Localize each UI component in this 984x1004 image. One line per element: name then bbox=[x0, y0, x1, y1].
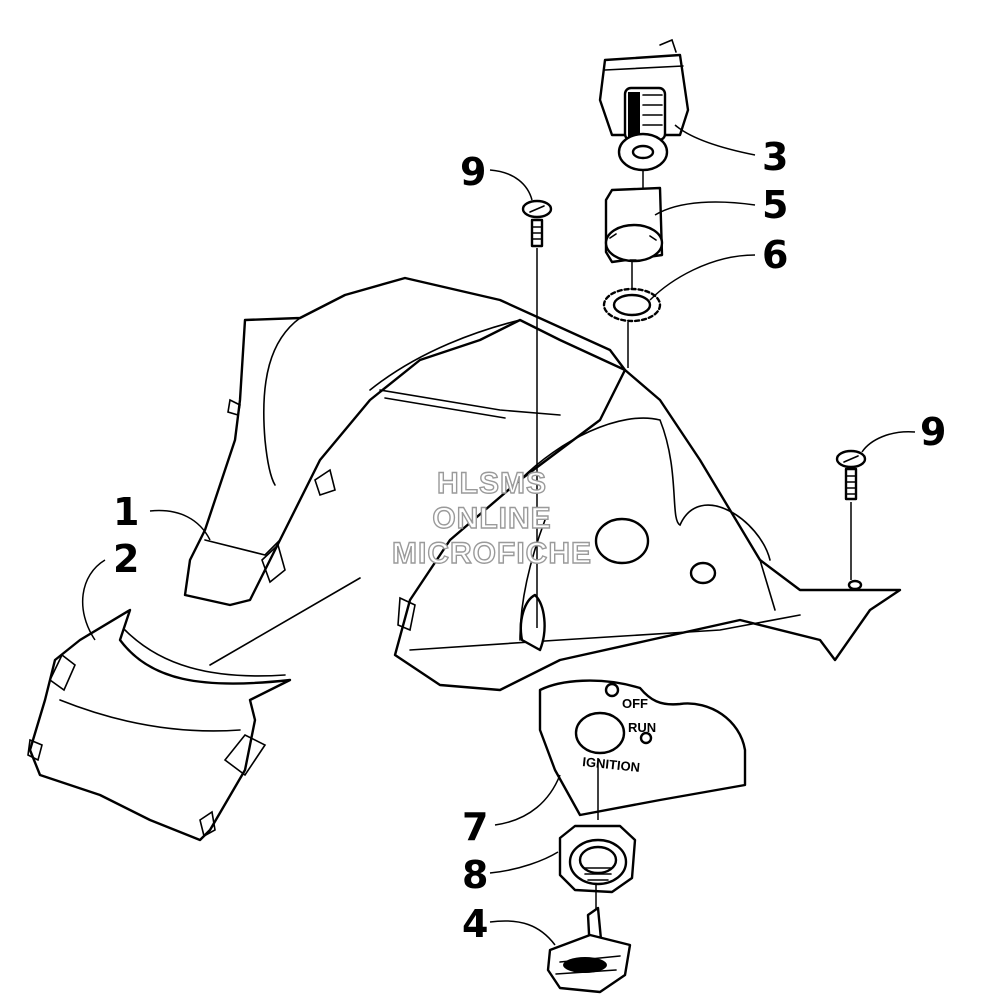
callout-9-top: 9 bbox=[460, 150, 486, 194]
watermark-line1: HLSMS bbox=[437, 467, 547, 500]
callout-5: 5 bbox=[762, 183, 788, 227]
screw-right bbox=[835, 449, 867, 580]
nut-8 bbox=[558, 824, 637, 912]
watermark-line3: MICROFICHE bbox=[392, 537, 592, 570]
callout-6: 6 bbox=[762, 233, 788, 277]
callout-4: 4 bbox=[462, 902, 488, 946]
ignition-label: IGNITION bbox=[582, 754, 641, 775]
watermark-line2: ONLINE bbox=[432, 502, 551, 535]
ignition-plate: OFF RUN IGNITION bbox=[538, 679, 747, 820]
hood-part-1 bbox=[183, 276, 627, 607]
callout-numbers: 1 2 3 5 6 9 9 7 8 4 bbox=[113, 135, 946, 946]
run-label: RUN bbox=[628, 720, 656, 735]
callout-1: 1 bbox=[113, 490, 139, 534]
callout-7: 7 bbox=[462, 805, 488, 849]
leader-lines bbox=[82, 124, 916, 946]
screw-top bbox=[521, 199, 553, 628]
console-housing bbox=[393, 368, 902, 692]
key-4 bbox=[546, 906, 632, 994]
callout-3: 3 bbox=[762, 135, 788, 179]
callout-2: 2 bbox=[113, 537, 139, 581]
ignition-switch bbox=[598, 38, 690, 190]
lock-washer-6 bbox=[602, 287, 662, 368]
callout-9-right: 9 bbox=[920, 410, 946, 454]
cover-part-2 bbox=[27, 577, 361, 842]
off-label: OFF bbox=[622, 696, 648, 711]
callout-8: 8 bbox=[462, 853, 488, 897]
watermark: HLSMS ONLINE MICROFICHE bbox=[391, 466, 592, 570]
ring-5 bbox=[604, 186, 664, 290]
